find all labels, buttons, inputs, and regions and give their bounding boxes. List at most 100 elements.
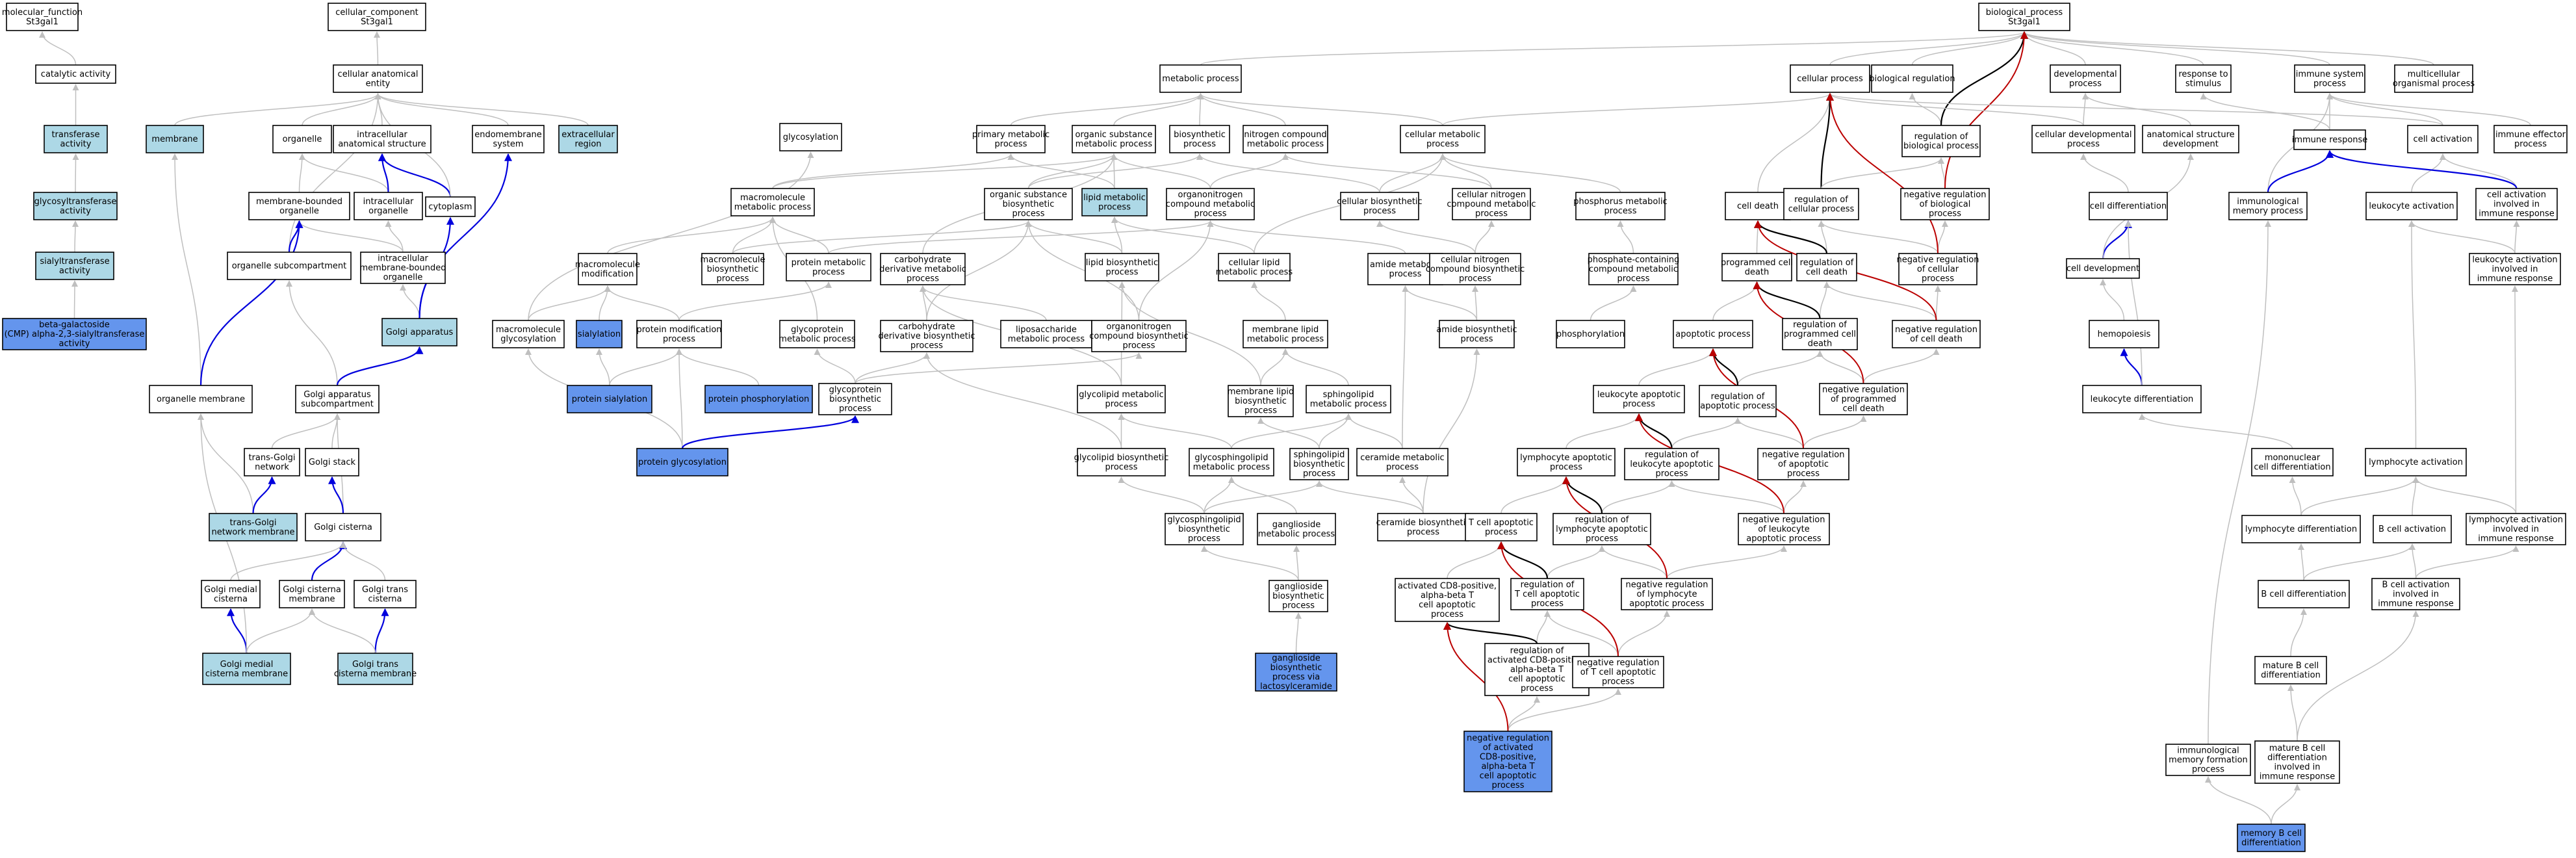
node-organelle[interactable]: organelle — [272, 125, 332, 153]
node-apop[interactable]: apoptotic process — [1673, 320, 1753, 348]
node-sialylation[interactable]: sialylation — [576, 320, 623, 348]
node-lymphact[interactable]: lymphocyte activation — [2365, 448, 2467, 476]
node-metab[interactable]: metabolic process — [1159, 64, 1242, 93]
node-imresp[interactable]: immune response — [2292, 129, 2368, 150]
node-celldeath[interactable]: cell death — [1725, 192, 1791, 220]
node-protphos[interactable]: protein phosphorylation — [704, 385, 813, 413]
node-golgi[interactable]: Golgi apparatus — [381, 318, 457, 346]
node-cat[interactable]: catalytic activity — [35, 64, 116, 84]
node-bcelldiff[interactable]: B cell differentiation — [2258, 580, 2350, 608]
node-celldevt[interactable]: cell development — [2066, 258, 2140, 279]
node-cellact[interactable]: cell activation — [2407, 125, 2479, 153]
node-membrane[interactable]: membrane — [146, 125, 204, 153]
node-cellproc[interactable]: cellular process — [1790, 64, 1870, 93]
node-bcellact[interactable]: B cell activation — [2373, 515, 2452, 543]
node-cyto[interactable]: cytoplasm — [425, 196, 476, 217]
node-orgsub[interactable]: organelle subcompartment — [227, 252, 352, 280]
node-gstack[interactable]: Golgi stack — [305, 448, 359, 476]
node-orgmem[interactable]: organelle membrane — [149, 385, 253, 413]
node-leukact[interactable]: leukocyte activation — [2365, 192, 2458, 220]
node-leukdiff[interactable]: leukocyte differentiation — [2082, 385, 2202, 413]
node-bgal[interactable]: beta-galactoside(CMP) alpha-2,3-sialyltr… — [2, 318, 147, 350]
node-phosphorylation[interactable]: phosphorylation — [1556, 320, 1625, 348]
node-protglyco[interactable]: protein glycosylation — [636, 448, 728, 476]
